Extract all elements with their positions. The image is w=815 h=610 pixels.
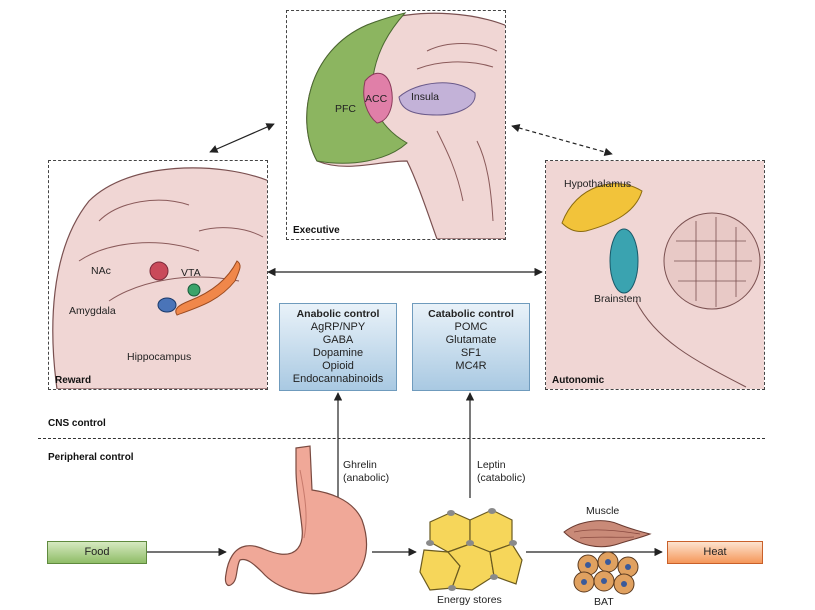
executive-title: Executive — [293, 225, 340, 236]
executive-panel: PFC ACC Insula Executive — [286, 10, 506, 240]
bat-illustration — [573, 551, 639, 595]
ghrelin-type: (anabolic) — [343, 472, 390, 484]
cns-peripheral-divider — [38, 438, 765, 439]
nac-label: NAc — [91, 265, 111, 277]
leptin-type: (catabolic) — [477, 472, 526, 484]
vta-label: VTA — [181, 267, 201, 279]
leptin-label: Leptin (catabolic) — [477, 459, 525, 485]
catabolic-item: MC4R — [455, 360, 487, 372]
food-box: Food — [47, 541, 147, 564]
hippocampus-label: Hippocampus — [127, 351, 192, 363]
anabolic-control-title: Anabolic control — [296, 308, 380, 320]
cns-control-label: CNS control — [48, 418, 106, 429]
executive-brain-illustration — [306, 12, 505, 239]
stomach-illustration — [224, 445, 368, 595]
anabolic-item: Opioid — [322, 360, 354, 372]
anabolic-item: GABA — [322, 334, 354, 346]
ghrelin-label: Ghrelin (anabolic) — [343, 459, 389, 485]
muscle-label: Muscle — [586, 505, 620, 517]
pfc-label: PFC — [335, 103, 356, 115]
autonomic-title: Autonomic — [552, 375, 605, 386]
energy-stores-illustration — [419, 508, 523, 591]
anabolic-item: Dopamine — [312, 347, 364, 359]
reward-panel: NAc VTA Amygdala Hippocampus Reward — [48, 160, 268, 390]
catabolic-item: POMC — [454, 321, 488, 333]
autonomic-panel: Hypothalamus Brainstem Autonomic — [545, 160, 765, 390]
hypothalamus-label: Hypothalamus — [564, 178, 632, 190]
heat-box: Heat — [667, 541, 763, 564]
arrow-reward-executive — [209, 123, 275, 153]
anabolic-item: AgRP/NPY — [310, 321, 366, 333]
autonomic-brain-illustration — [546, 161, 764, 389]
reward-title: Reward — [55, 375, 92, 386]
catabolic-item: Glutamate — [445, 334, 497, 346]
bat-label: BAT — [594, 596, 614, 608]
leptin-name: Leptin — [477, 459, 506, 471]
reward-brain-illustration — [52, 167, 267, 389]
catabolic-control-box: Catabolic control POMC Glutamate SF1 MC4… — [412, 303, 530, 391]
anabolic-control-box: Anabolic control AgRP/NPY GABA Dopamine … — [279, 303, 397, 391]
arrow-executive-autonomic — [511, 123, 613, 157]
peripheral-control-label: Peripheral control — [48, 452, 134, 463]
catabolic-control-title: Catabolic control — [428, 308, 514, 320]
catabolic-item: SF1 — [460, 347, 482, 359]
insula-label: Insula — [411, 91, 440, 103]
muscle-illustration — [563, 520, 652, 548]
acc-label: ACC — [365, 93, 388, 105]
energy-stores-label: Energy stores — [437, 594, 502, 606]
ghrelin-name: Ghrelin — [343, 459, 377, 471]
brainstem-label: Brainstem — [594, 293, 642, 305]
anabolic-item: Endocannabinoids — [292, 373, 384, 385]
amygdala-label: Amygdala — [69, 305, 116, 317]
